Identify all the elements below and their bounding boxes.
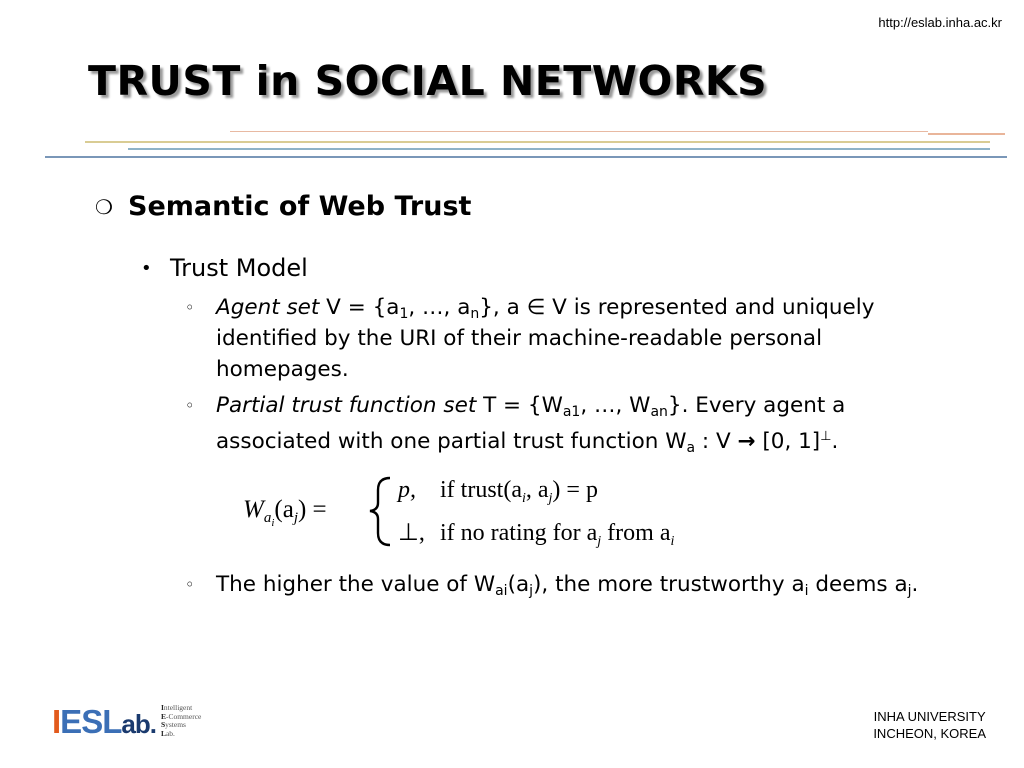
text-run: T = {W <box>476 393 563 418</box>
title-rule <box>928 133 1005 135</box>
subheading: • Trust Model <box>141 254 308 282</box>
text-run: The higher the value of W <box>216 572 496 597</box>
arrow-right-icon: → <box>737 429 756 455</box>
logo-wordmark: IESLab. <box>52 702 157 740</box>
subscript: j <box>529 583 534 599</box>
partial-trust-text: Partial trust function set T = {Wa1, …, … <box>216 390 945 457</box>
site-url: http://eslab.inha.ac.kr <box>878 15 1002 30</box>
footer-affiliation: INHA UNIVERSITY INCHEON, KOREA <box>873 708 986 742</box>
logo-letter: ab. <box>121 708 157 739</box>
formula-case-norating: ⊥,if no rating for aj from ai <box>398 520 674 549</box>
subscript: n <box>470 306 480 322</box>
agent-set-text: Agent set V = {a1, …, an}, a ∈ V is repr… <box>216 292 945 385</box>
dot-bullet-icon: • <box>141 257 152 279</box>
text-run: : V <box>695 429 738 455</box>
trust-formula: Wai(aj) = p,if trust(ai, aj) = p ⊥,if no… <box>243 476 674 549</box>
text-run: }. Every agent a associated with one par… <box>216 393 846 455</box>
text-run: . <box>831 429 839 455</box>
text-run: , …, a <box>408 295 471 320</box>
formula-case-trust: p,if trust(ai, aj) = p <box>396 477 598 506</box>
subheading-text: Trust Model <box>170 254 308 282</box>
text-run: (a <box>507 572 530 597</box>
ring-bullet-icon: ◦ <box>185 396 195 415</box>
section-heading: ❍ Semantic of Web Trust <box>95 191 471 222</box>
slide-title: TRUST in SOCIAL NETWORKS <box>88 57 768 105</box>
logo-letter: I <box>52 702 61 740</box>
ring-bullet-icon: ◦ <box>185 575 195 594</box>
logo-tagline: Intelligent E-Commerce Systems Lab. <box>160 703 202 738</box>
text-run: , …, W <box>580 393 651 418</box>
subscript: an <box>650 404 668 420</box>
text-run: }, a ∈ V is represented and uniquely ide… <box>216 295 875 382</box>
text-run: . <box>911 572 919 597</box>
title-rule <box>230 131 928 132</box>
text-run: [0, 1] <box>755 429 821 455</box>
footer-university: INHA UNIVERSITY <box>873 709 986 724</box>
subscript: 1 <box>399 306 409 322</box>
logo-tagline-line: Systems <box>160 720 186 729</box>
subscript: j <box>907 583 912 599</box>
subscript: a1 <box>562 404 581 420</box>
section-heading-text: Semantic of Web Trust <box>128 191 472 222</box>
superscript: ⊥ <box>820 429 832 444</box>
agent-set-item: ◦ Agent set V = {a1, …, an}, a ∈ V is re… <box>185 292 945 385</box>
partial-trust-term: Partial trust function set <box>216 393 477 418</box>
logo-letter: SL <box>81 702 122 740</box>
text-run: deems a <box>808 572 908 597</box>
subscript: a <box>686 440 696 457</box>
ring-bullet-icon: ◦ <box>185 298 195 317</box>
formula-lhs: Wai(aj) = <box>243 496 327 529</box>
title-rule <box>128 148 990 150</box>
text-run: V = {a <box>319 295 400 320</box>
text-run: ), the more trustworthy a <box>533 572 805 597</box>
brace-icon <box>369 476 391 547</box>
footer-location: INCHEON, KOREA <box>873 726 986 741</box>
title-rule <box>85 141 990 143</box>
logo-tagline-line: Intelligent <box>160 703 193 712</box>
logo-tagline-line: Lab. <box>160 728 175 738</box>
agent-set-term: Agent set <box>216 295 320 320</box>
partial-trust-item: ◦ Partial trust function set T = {Wa1, …… <box>185 390 945 457</box>
subscript: i <box>804 583 809 599</box>
subscript: ai <box>495 583 508 599</box>
higher-value-text: The higher the value of Wai(aj), the mor… <box>216 569 945 600</box>
circle-bullet-icon: ❍ <box>95 194 113 219</box>
title-rule <box>45 156 1007 158</box>
ieslab-logo: IESLab. Intelligent E-Commerce Systems L… <box>52 702 202 740</box>
logo-letter: E <box>60 702 82 740</box>
logo-tagline-line: E-Commerce <box>160 711 202 721</box>
higher-value-item: ◦ The higher the value of Wai(aj), the m… <box>185 569 945 600</box>
